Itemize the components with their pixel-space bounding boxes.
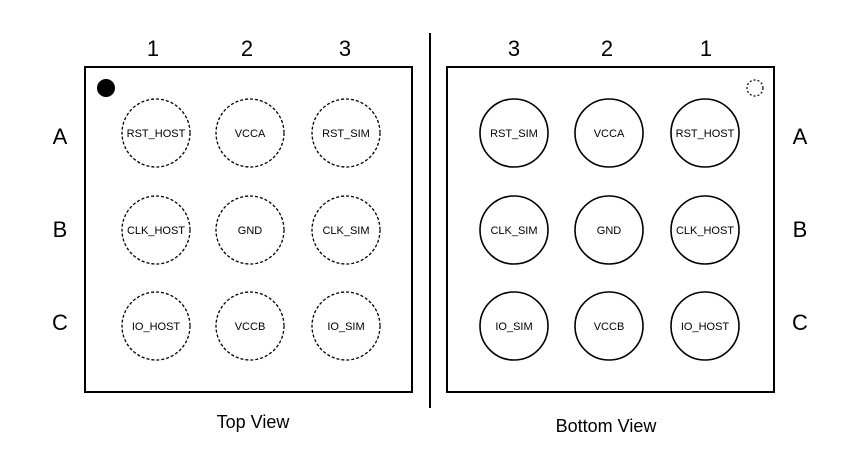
bottom-view-pin-label-c3: IO_SIM	[495, 321, 532, 333]
top-view-pin-label-c1: IO_HOST	[132, 321, 181, 333]
top-view-pin-label-a3: RST_SIM	[322, 128, 370, 140]
bottom-view-pin-a1	[670, 98, 740, 168]
bottom-view-pin-label-c1: IO_HOST	[681, 321, 730, 333]
top-view-pin-c1	[121, 291, 191, 361]
bottom-view-pin1-marker	[746, 79, 764, 97]
bottom-view-pin-c2	[574, 291, 644, 361]
bottom-view-pin-a2	[574, 98, 644, 168]
bottom-view-pin-label-b2: GND	[597, 225, 622, 237]
top-view-pin-label-a1: RST_HOST	[127, 128, 186, 140]
bottom-view-pin-label-b3: CLK_SIM	[490, 225, 537, 237]
bottom-view-pin-c1	[670, 291, 740, 361]
bottom-view-row-label-a: A	[793, 124, 808, 149]
top-view-row-label-b: B	[53, 217, 68, 242]
bottom-view-pin-label-a1: RST_HOST	[676, 128, 735, 140]
top-view: 1 2 3 A B C RST_HOST VCCA RST_SIM CLK_HO…	[52, 36, 413, 432]
bottom-view-col-label-2: 2	[601, 36, 613, 61]
bottom-view-pin-label-c2: VCCB	[594, 321, 625, 333]
top-view-col-label-3: 3	[339, 36, 351, 61]
bottom-view-pin-c3	[479, 291, 549, 361]
top-view-pin-label-b3: CLK_SIM	[322, 225, 369, 237]
bottom-view-pin-a3	[479, 98, 549, 168]
bottom-view-pin-label-a2: VCCA	[594, 128, 625, 140]
top-view-pin1-marker	[97, 79, 115, 97]
top-view-pin-label-c2: VCCB	[235, 321, 266, 333]
top-view-pin-label-a2: VCCA	[235, 128, 266, 140]
top-view-pin-label-b1: CLK_HOST	[127, 225, 185, 237]
top-view-pin-label-b2: GND	[238, 225, 263, 237]
bottom-view-pin-label-a3: RST_SIM	[490, 128, 538, 140]
top-view-pin-c3	[311, 291, 381, 361]
top-view-pin-a3	[311, 98, 381, 168]
bottom-view-pin-label-b1: CLK_HOST	[676, 225, 734, 237]
bottom-view-row-label-c: C	[792, 310, 808, 335]
bottom-view-package-outline	[446, 66, 775, 393]
bottom-view-col-label-1: 1	[700, 36, 712, 61]
top-view-caption: Top View	[217, 412, 291, 432]
top-view-pin-b3	[311, 195, 381, 265]
bottom-view-pin-b1	[670, 195, 740, 265]
top-view-pin-b2	[215, 195, 285, 265]
bottom-view-row-label-b: B	[793, 217, 808, 242]
top-view-col-label-2: 2	[241, 36, 253, 61]
top-view-col-label-1: 1	[147, 36, 159, 61]
top-view-pin-label-c3: IO_SIM	[327, 321, 364, 333]
top-view-row-label-a: A	[53, 124, 68, 149]
top-view-pin-c2	[215, 291, 285, 361]
top-view-row-label-c: C	[52, 310, 68, 335]
bottom-view-caption: Bottom View	[556, 416, 658, 436]
top-view-pin-b1	[121, 195, 191, 265]
bottom-view-col-label-3: 3	[508, 36, 520, 61]
bottom-view-pin-b2	[574, 195, 644, 265]
top-view-pin-a2	[215, 98, 285, 168]
top-view-package-outline	[84, 66, 413, 393]
bottom-view: 3 2 1 A B C RST_SIM VCCA RST_HOST CLK_SI…	[446, 36, 808, 436]
bottom-view-pin-b3	[479, 195, 549, 265]
top-view-pin-a1	[121, 98, 191, 168]
